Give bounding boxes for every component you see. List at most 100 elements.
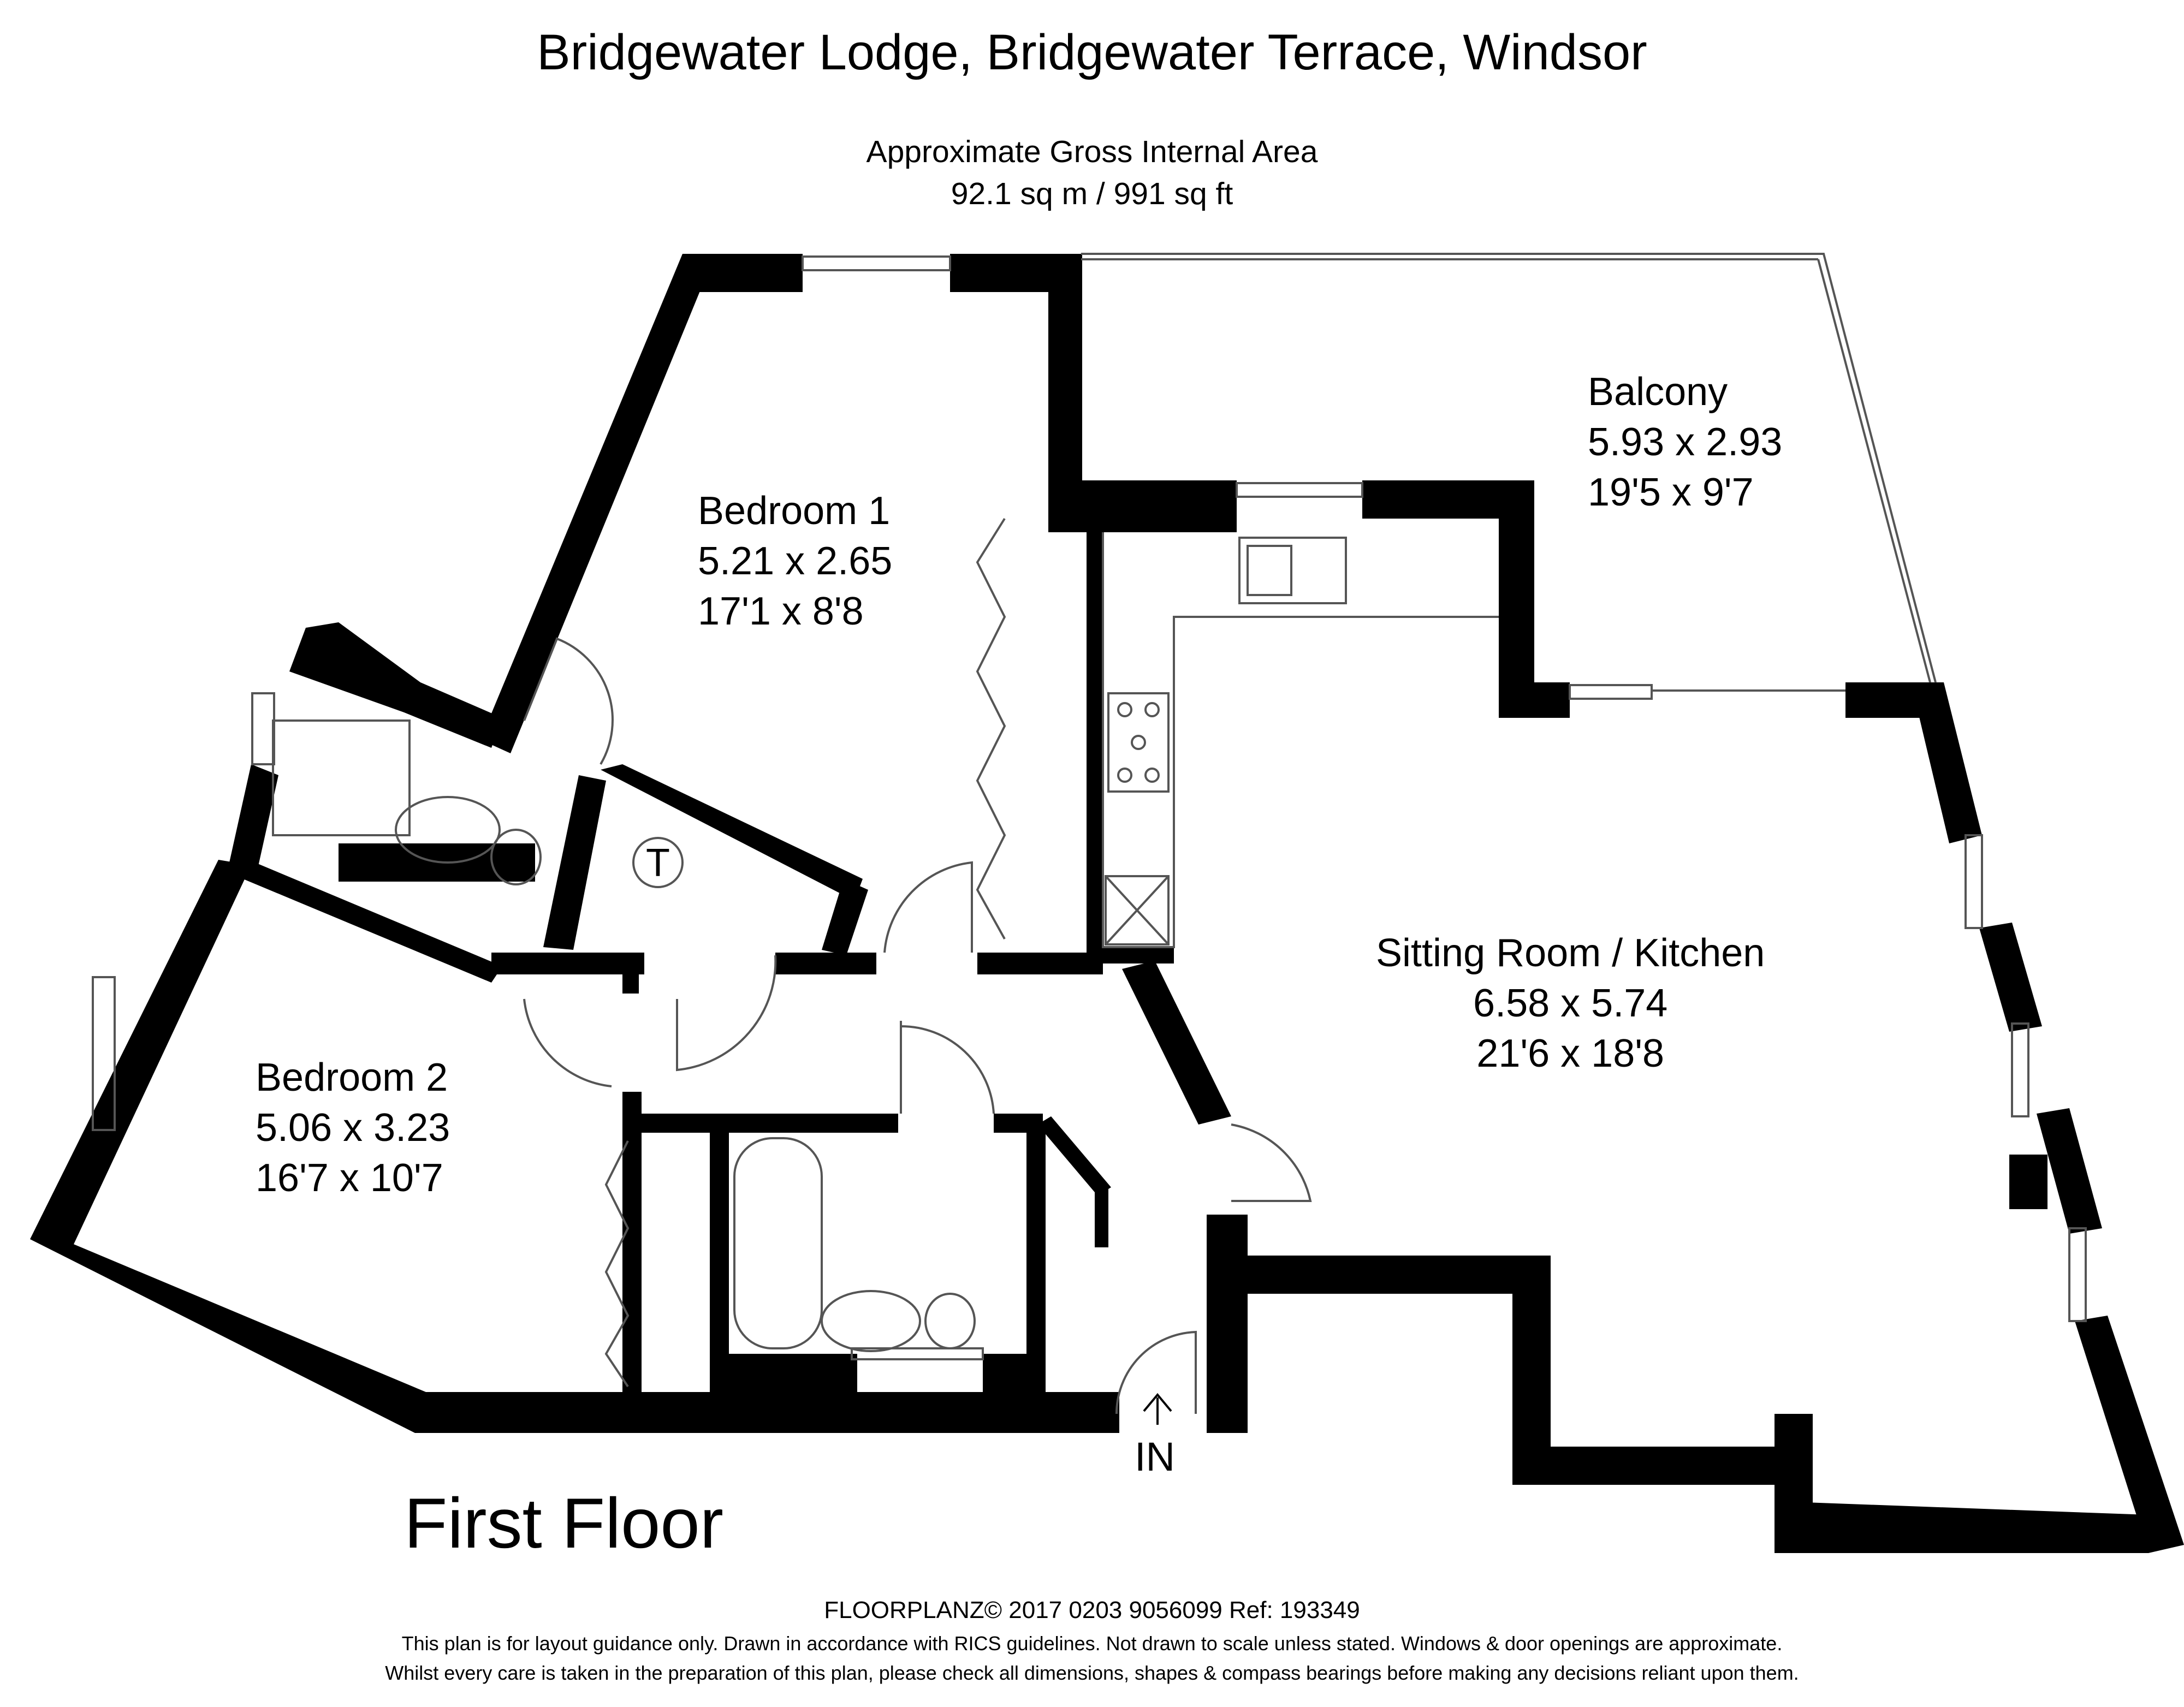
ensuite-basin <box>395 796 501 864</box>
window-kitchen-top <box>1236 482 1363 498</box>
room-sitting-imperial: 21'6 x 18'8 <box>1476 1032 1665 1075</box>
wall-ensuite-right <box>543 775 606 950</box>
door-sitting-swing <box>1231 1123 1312 1202</box>
door-balcony-slider <box>1569 684 1653 700</box>
wall-bath-bottom-r <box>983 1354 1043 1433</box>
area-value: 92.1 sq m / 991 sq ft <box>951 176 1233 211</box>
wall-sitting-right-3 <box>2037 1108 2102 1234</box>
wall-bed2-left <box>30 860 251 1250</box>
bathtub <box>733 1137 823 1349</box>
window-sitting-1 <box>1965 834 1983 929</box>
room-bedroom-2-imperial: 16'7 x 10'7 <box>256 1156 443 1200</box>
wall-kitchen-col <box>1499 480 1534 718</box>
room-sitting-name: Sitting Room / Kitchen <box>1376 931 1765 975</box>
footer-disclaimer-2: Whilst every care is taken in the prepar… <box>385 1662 1799 1684</box>
room-balcony-imperial: 19'5 x 9'7 <box>1588 471 1754 514</box>
floor-label: First Floor <box>404 1483 723 1563</box>
wall-hall-lower <box>622 961 639 994</box>
kitchen-hob <box>1107 692 1170 793</box>
wall-sitting-bottom-mid <box>1512 1447 1813 1485</box>
room-sitting-metric: 6.58 x 5.74 <box>1473 982 1668 1025</box>
wall-hall-top-right <box>977 953 1103 974</box>
wall-sitting-right-2 <box>1979 923 2042 1032</box>
walls <box>30 254 2184 1553</box>
wall-cupboard-top <box>601 764 863 901</box>
room-bedroom-2-metric: 5.06 x 3.23 <box>256 1106 450 1150</box>
room-sitting-kitchen: Sitting Room / Kitchen 6.58 x 5.74 21'6 … <box>1376 928 1765 1079</box>
wall-hall-top-mid <box>775 953 876 974</box>
room-bedroom-1: Bedroom 1 5.21 x 2.65 17'1 x 8'8 <box>698 486 892 637</box>
window-sitting-2 <box>2011 1022 2029 1117</box>
tank-circle <box>632 837 684 888</box>
door-entrance-swing <box>1115 1330 1197 1414</box>
door-bedroom2-swing <box>676 955 777 1072</box>
balcony-outline <box>1081 253 1937 683</box>
wall-hall-top-left <box>491 953 644 974</box>
room-bedroom-1-name: Bedroom 1 <box>698 489 891 533</box>
wall-bath-left <box>710 1133 729 1395</box>
area-label: Approximate Gross Internal Area <box>866 134 1318 169</box>
windows-and-outlines <box>92 253 2087 1414</box>
kitchen-unit-x2 <box>1105 875 1170 945</box>
hob-ring-4 <box>1117 768 1132 783</box>
window-bed1-top <box>802 255 951 271</box>
plan-title: Bridgewater Lodge, Bridgewater Terrace, … <box>537 25 1647 80</box>
wall-sitting-right <box>1911 682 1982 843</box>
wall-bed2-right <box>622 1092 642 1392</box>
wall-bath-top-left <box>622 1114 898 1133</box>
hob-ring-3 <box>1131 735 1146 750</box>
room-bedroom-2: Bedroom 2 5.06 x 3.23 16'7 x 10'7 <box>256 1052 450 1203</box>
wall-chimney <box>2009 1155 2048 1209</box>
wall-ensuite-top-left <box>289 622 502 748</box>
hob-ring-1 <box>1117 702 1132 717</box>
entrance-label: IN <box>1135 1434 1175 1479</box>
wall-entrance-right <box>1207 1215 1248 1433</box>
tank-label: T <box>646 841 670 885</box>
wall-bed2-bottom <box>30 1239 426 1433</box>
room-bedroom-2-name: Bedroom 2 <box>256 1056 448 1099</box>
ensuite-wc <box>490 829 542 885</box>
wall-bed2-top <box>243 860 502 983</box>
bath-wc <box>924 1293 976 1349</box>
wall-kitchen-base <box>1087 947 1174 963</box>
room-balcony-metric: 5.93 x 2.93 <box>1588 420 1783 464</box>
balcony-inner-2 <box>1817 259 1931 683</box>
door-ensuite-swing <box>523 637 614 765</box>
wardrobe-bed2 <box>604 1140 630 1388</box>
wall-kitchen-top <box>1048 480 1237 532</box>
wall-kitchen-col-base <box>1499 682 1570 718</box>
room-bedroom-1-imperial: 17'1 x 8'8 <box>698 590 864 633</box>
hob-ring-5 <box>1144 768 1160 783</box>
wall-bath-bottom <box>710 1354 857 1433</box>
door-hall-swing <box>523 998 612 1087</box>
room-balcony: Balcony 5.93 x 2.93 19'5 x 9'7 <box>1588 367 1782 518</box>
window-bed2 <box>92 976 116 1131</box>
entrance-arrow <box>1143 1393 1172 1425</box>
wall-sitting-bottom <box>1775 1501 2149 1553</box>
kitchen-counter <box>1102 532 1499 948</box>
wall-ensuite-left <box>229 764 278 873</box>
kitchen-sink <box>1238 537 1347 604</box>
door-bath-swing <box>900 1021 995 1114</box>
wall-hall-diagonal <box>1122 961 1231 1125</box>
room-balcony-name: Balcony <box>1588 370 1728 414</box>
wall-bed1-top-left <box>682 254 803 292</box>
wall-bed1-right-lower <box>1087 532 1103 947</box>
wall-bath-right <box>1026 1125 1046 1392</box>
wall-cupboard-right <box>822 879 868 955</box>
room-bedroom-1-metric: 5.21 x 2.65 <box>698 539 893 583</box>
bath-basin-unit <box>851 1347 984 1360</box>
ensuite-shower <box>272 719 411 836</box>
wall-cupboard2 <box>1037 1116 1111 1196</box>
wall-sitting-right-4 <box>2075 1316 2184 1553</box>
bath-basin <box>821 1290 921 1352</box>
window-ensuite <box>251 692 275 765</box>
wall-sitting-lower-left <box>1245 1256 1551 1294</box>
door-bedroom1-swing <box>883 861 973 953</box>
hob-ring-2 <box>1144 702 1160 717</box>
footer-credit: FLOORPLANZ© 2017 0203 9056099 Ref: 19334… <box>824 1597 1360 1623</box>
wall-cupboard2-side <box>1095 1187 1108 1247</box>
wall-bed1-left <box>480 254 715 753</box>
kitchen-sink-bowl <box>1247 545 1292 596</box>
